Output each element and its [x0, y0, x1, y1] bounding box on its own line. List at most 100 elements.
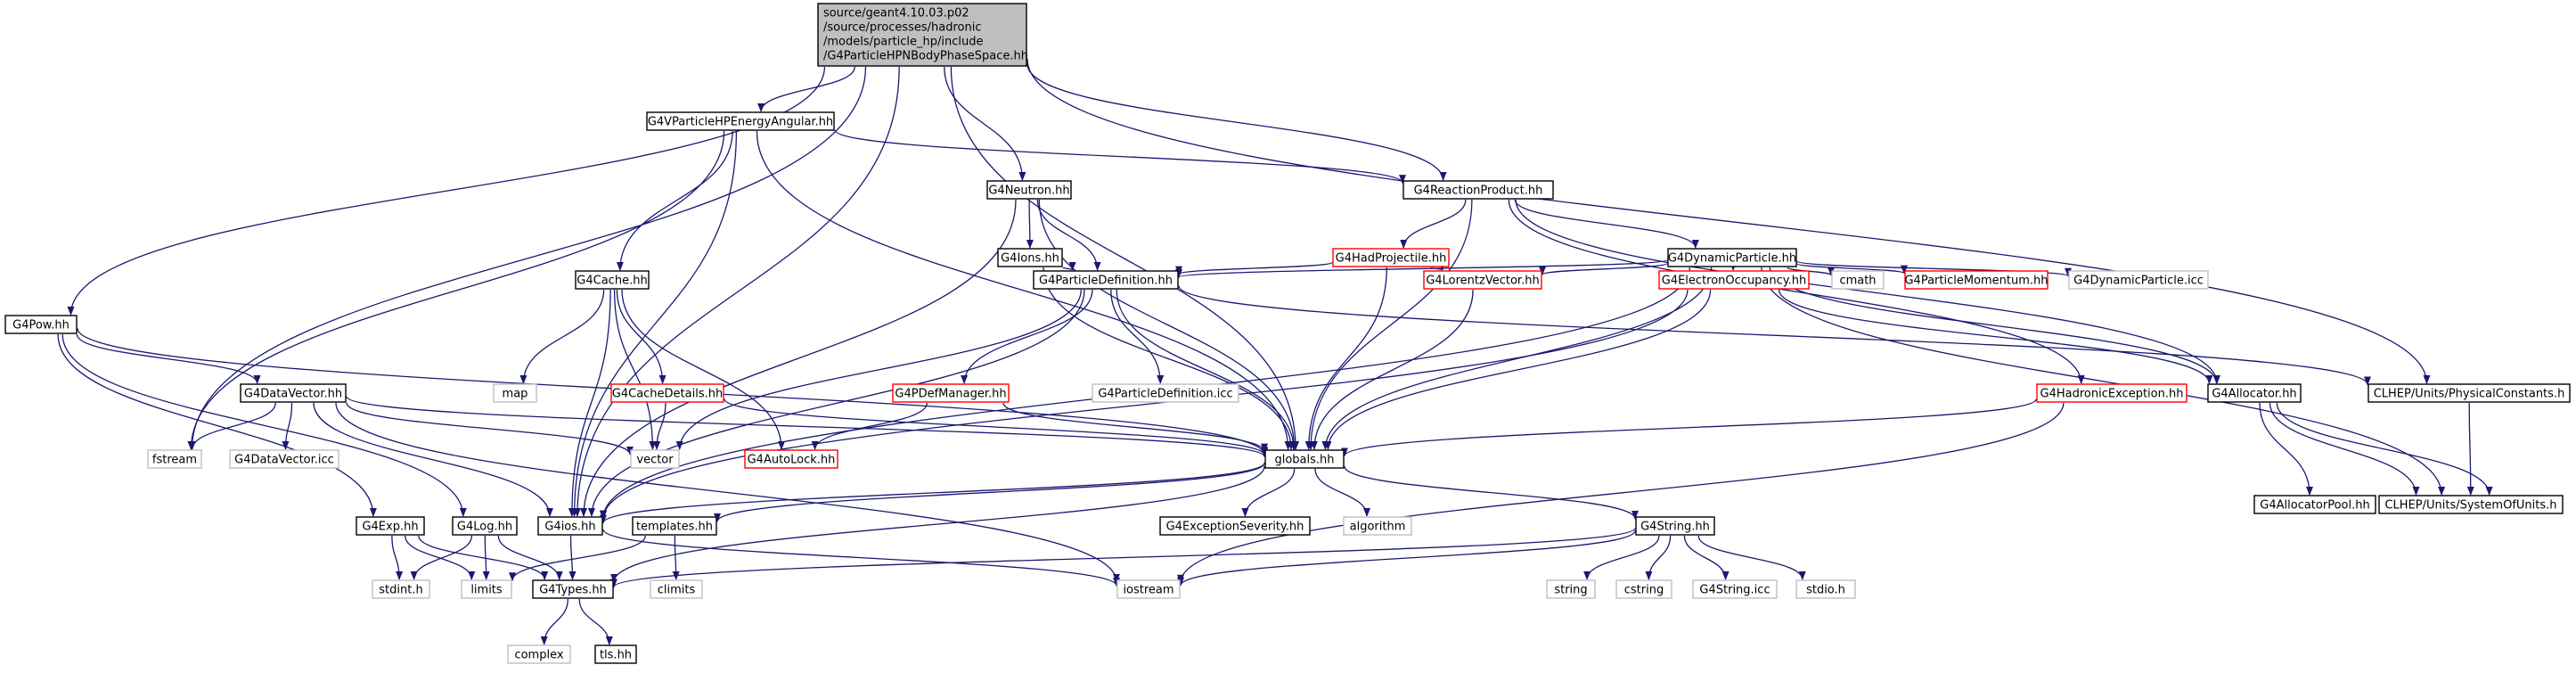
node-dynpart[interactable]: G4DynamicParticle.hh	[1667, 248, 1797, 267]
edge-g4string-to-cstring	[1645, 535, 1672, 580]
node-label-fstream: fstream	[152, 454, 197, 467]
node-globals[interactable]: globals.hh	[1264, 449, 1345, 469]
node-box-cmath	[1831, 270, 1885, 290]
node-cmath: cmath	[1831, 270, 1885, 290]
node-partdef[interactable]: G4ParticleDefinition.hh	[1033, 270, 1179, 290]
node-physconst[interactable]: CLHEP/Units/PhysicalConstants.h	[2367, 383, 2571, 403]
node-label-pdefman: G4PDefManager.hh	[895, 388, 1006, 401]
node-box-dynicc	[2068, 270, 2209, 290]
edge-hadexc-to-iostream	[1177, 402, 2065, 584]
edge-partdef-to-pdicc	[1110, 289, 1165, 384]
node-box-hadproj	[1332, 248, 1450, 267]
node-label-map: map	[503, 388, 528, 401]
node-box-stricc	[1692, 579, 1778, 599]
node-pmom: G4ParticleMomentum.hh	[1904, 270, 2049, 290]
node-box-pdicc	[1092, 383, 1239, 403]
node-neutron[interactable]: G4Neutron.hh	[986, 180, 1072, 200]
node-box-log	[452, 516, 518, 536]
edge-physconst-to-sysunits	[2466, 402, 2474, 496]
node-alloc[interactable]: G4Allocator.hh	[2207, 383, 2302, 403]
node-reactprod[interactable]: G4ReactionProduct.hh	[1402, 180, 1554, 200]
node-pow[interactable]: G4Pow.hh	[4, 315, 78, 334]
edge-partdef-to-pdefman	[961, 289, 1093, 384]
edge-datavec-to-vector	[346, 402, 634, 456]
node-algorithm: algorithm	[1343, 516, 1412, 536]
node-box-iostream	[1116, 579, 1181, 599]
edge-root-to-neutron	[944, 66, 1026, 181]
node-autolock: G4AutoLock.hh	[744, 449, 838, 469]
edge-pow-to-datavec	[76, 333, 261, 384]
node-label-allocpool: G4AllocatorPool.hh	[2260, 499, 2369, 513]
node-label-vphp: G4VParticleHPEnergyAngular.hh	[648, 116, 833, 129]
node-datavec[interactable]: G4DataVector.hh	[240, 383, 347, 403]
node-hadproj: G4HadProjectile.hh	[1332, 248, 1450, 267]
edge-pdefman-to-autolock	[811, 402, 928, 450]
edge-datavec-to-fstream	[188, 402, 276, 450]
node-box-excsev	[1159, 516, 1311, 536]
node-box-cache	[575, 270, 650, 290]
node-root[interactable]: source/geant4.10.03.p02/source/processes…	[817, 3, 1028, 67]
node-pdicc: G4ParticleDefinition.icc	[1092, 383, 1239, 403]
node-g4string[interactable]: G4String.hh	[1635, 516, 1715, 536]
edge-alloc-to-typeinfo	[2276, 402, 2493, 496]
edge-g4string-to-stdio	[1697, 535, 1806, 580]
node-sysunits[interactable]: CLHEP/Units/SystemOfUnits.h	[2378, 495, 2564, 514]
node-label-pmom: G4ParticleMomentum.hh	[1904, 275, 2048, 288]
node-allocpool[interactable]: G4AllocatorPool.hh	[2253, 495, 2376, 514]
node-label-excsev: G4ExceptionSeverity.hh	[1166, 521, 1304, 534]
edge-globals-to-algorithm	[1314, 468, 1370, 517]
node-stricc: G4String.icc	[1692, 579, 1778, 599]
node-label-cachedet: G4CacheDetails.hh	[612, 388, 723, 401]
node-label-g4ios: G4ios.hh	[544, 521, 595, 534]
node-box-string	[1546, 579, 1596, 599]
edge-hadexc-to-globals	[1341, 398, 2037, 457]
node-log[interactable]: G4Log.hh	[452, 516, 518, 536]
edge-pow-to-exp	[57, 333, 377, 517]
edge-cache-to-cachedet	[616, 289, 666, 384]
edge-ions-to-globals	[1043, 267, 1295, 450]
node-label-alloc: G4Allocator.hh	[2212, 388, 2296, 401]
node-box-eocc	[1658, 270, 1810, 290]
node-label-lorentz: G4LorentzVector.hh	[1426, 275, 1539, 288]
node-box-lorentz	[1423, 270, 1542, 290]
edge-partdef-to-g4ios	[588, 289, 1085, 517]
node-label-physconst: CLHEP/Units/PhysicalConstants.h	[2374, 388, 2565, 401]
edge-neutron-to-ions	[1026, 199, 1034, 249]
node-vector: vector	[630, 449, 680, 469]
node-stdio: stdio.h	[1795, 579, 1856, 599]
node-label-climits: climits	[658, 584, 696, 597]
node-types[interactable]: G4Types.hh	[532, 579, 614, 599]
node-label-pdicc: G4ParticleDefinition.icc	[1098, 388, 1232, 401]
node-label-stricc: G4String.icc	[1699, 584, 1770, 597]
node-label-partdef: G4ParticleDefinition.hh	[1039, 275, 1173, 288]
node-tls[interactable]: tls.hh	[594, 644, 637, 664]
edge-globals-to-g4string	[1344, 465, 1639, 520]
node-label-stdio: stdio.h	[1806, 584, 1845, 597]
edge-pow-to-log	[61, 333, 467, 517]
edge-reactprod-to-hadexc	[1508, 199, 2085, 384]
node-label-g4string: G4String.hh	[1640, 521, 1710, 534]
node-box-stdint	[372, 579, 430, 599]
node-excsev[interactable]: G4ExceptionSeverity.hh	[1159, 516, 1311, 536]
node-ions[interactable]: G4Ions.hh	[997, 248, 1063, 267]
node-climits: climits	[650, 579, 703, 599]
edge-exp-to-limits	[405, 535, 476, 580]
node-box-limits	[461, 579, 512, 599]
node-templates[interactable]: templates.hh	[632, 516, 717, 536]
edge-vphp-to-cache	[616, 130, 733, 271]
node-limits: limits	[461, 579, 512, 599]
node-cache[interactable]: G4Cache.hh	[575, 270, 650, 290]
node-box-stdio	[1795, 579, 1856, 599]
node-g4ios[interactable]: G4ios.hh	[537, 516, 603, 536]
node-exp[interactable]: G4Exp.hh	[356, 516, 425, 536]
edge-dynpart-to-globals	[1321, 267, 1713, 450]
edge-globals-to-excsev	[1241, 468, 1296, 517]
node-vphp[interactable]: G4VParticleHPEnergyAngular.hh	[646, 111, 835, 131]
node-box-partdef	[1033, 270, 1179, 290]
node-label-stdint: stdint.h	[379, 584, 422, 597]
node-box-dvicc	[229, 449, 339, 469]
node-label-string: string	[1554, 584, 1587, 597]
node-box-neutron	[986, 180, 1072, 200]
node-label-eocc: G4ElectronOccupancy.hh	[1662, 275, 1807, 288]
